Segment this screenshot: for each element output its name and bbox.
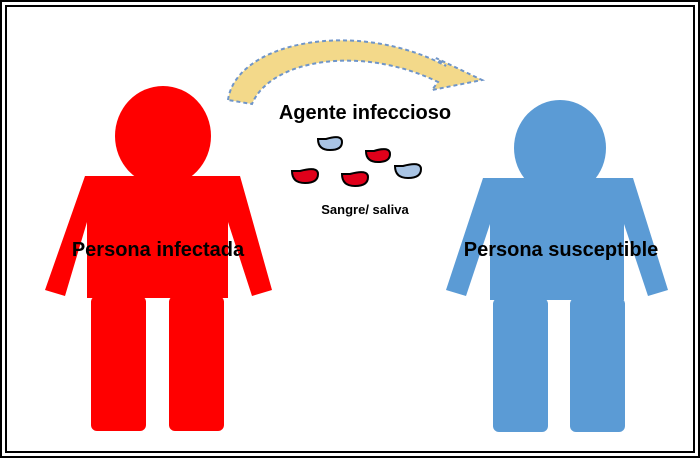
infected-person-label: Persona infectada xyxy=(72,239,245,261)
susceptible-person-figure xyxy=(446,100,668,432)
agent-label: Agente infeccioso xyxy=(279,102,451,124)
susceptible-person-right-leg xyxy=(570,298,625,432)
susceptible-person-label: Persona susceptible xyxy=(464,239,659,261)
droplet-red-icon xyxy=(290,168,320,185)
droplet-blue-icon xyxy=(393,163,423,180)
droplets-group xyxy=(290,136,423,188)
droplet-red-icon xyxy=(364,148,392,164)
droplets-label: Sangre/ saliva xyxy=(321,202,409,217)
inner-border xyxy=(5,5,695,453)
infected-person-left-leg xyxy=(91,296,146,431)
infected-person-torso xyxy=(45,176,272,298)
transmission-arrow xyxy=(226,39,486,106)
droplet-blue-icon xyxy=(316,136,344,152)
infected-person-figure xyxy=(45,86,272,431)
susceptible-person-head xyxy=(514,100,606,196)
infected-person-right-leg xyxy=(169,296,224,431)
infected-person-head xyxy=(115,86,211,186)
droplet-red-icon xyxy=(340,171,370,188)
susceptible-person-left-leg xyxy=(493,298,548,432)
susceptible-person-torso xyxy=(446,178,668,300)
